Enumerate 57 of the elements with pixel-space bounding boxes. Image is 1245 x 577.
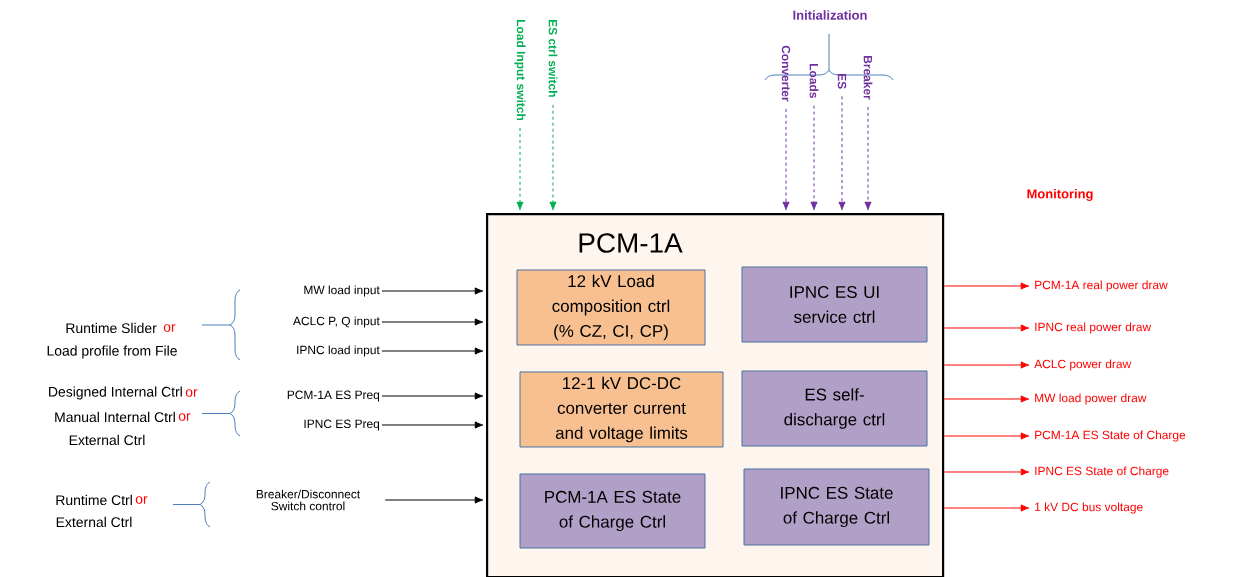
input-label: ACLC P, Q input: [293, 316, 380, 328]
arrow: [838, 95, 846, 211]
signal-label: Load Input switch: [514, 20, 526, 121]
annotation: Runtime Slider: [66, 322, 157, 334]
arrow: [943, 504, 1030, 512]
annotation: Runtime Ctrl: [56, 494, 132, 506]
signal-label: ES ctrl switch: [548, 20, 558, 97]
output-label: IPNC ES State of Charge: [1035, 466, 1169, 478]
process-box: PCM-1A ES State of Charge Ctrl: [519, 473, 706, 549]
output-label: IPNC real power draw: [1035, 322, 1152, 334]
signal-label: Breaker: [863, 56, 873, 100]
arrow: [782, 108, 790, 211]
input-label: Breaker/Disconnect Switch control: [256, 489, 361, 511]
arrow: [943, 395, 1030, 403]
input-label: MW load input: [304, 285, 380, 297]
arrow: [943, 282, 1030, 290]
process-box: 12 kV Load composition ctrl (% CZ, CI, CP): [516, 269, 706, 346]
annotation: External Ctrl: [69, 434, 145, 446]
arrow: [384, 496, 484, 504]
annotation: Designed Internal Ctrl: [49, 386, 182, 400]
process-box: IPNC ES State of Charge Ctrl: [743, 468, 930, 546]
arrow: [943, 324, 1030, 332]
annotation: Monitoring: [1027, 188, 1093, 202]
arrow: [943, 468, 1030, 476]
signal-label: Converter: [781, 45, 791, 102]
arrow: [381, 392, 484, 400]
annotation: or: [178, 413, 191, 421]
arrow: [549, 104, 557, 211]
arrow: [516, 127, 524, 211]
annotation: Manual Internal Ctrl: [55, 411, 175, 423]
arrow: [864, 106, 872, 211]
annotation: External Ctrl: [56, 516, 132, 528]
signal-label: Loads: [809, 64, 819, 98]
output-label: MW load power draw: [1035, 393, 1147, 405]
annotation: or: [135, 496, 148, 504]
process-box: IPNC ES UI service ctrl: [741, 266, 928, 343]
output-label: PCM-1A real power draw: [1035, 280, 1168, 292]
annotation: or: [185, 389, 198, 397]
input-label: IPNC load input: [297, 345, 380, 357]
process-box: 12-1 kV DC-DC converter current and voltage limits: [519, 371, 724, 448]
arrow: [943, 361, 1030, 369]
annotation: or: [163, 324, 176, 332]
output-label: ACLC power draw: [1034, 359, 1132, 371]
arrow: [943, 432, 1030, 440]
input-label: IPNC ES Preq: [304, 419, 380, 431]
process-box: ES self-discharge ctrl: [741, 370, 928, 447]
arrow: [381, 421, 484, 429]
output-label: PCM-1A ES State of Charge: [1035, 430, 1186, 442]
arrow: [381, 347, 484, 355]
input-label: PCM-1A ES Preq: [287, 390, 380, 402]
annotation: Initialization: [793, 10, 867, 20]
arrow: [810, 105, 818, 211]
arrow: [381, 287, 484, 295]
arrow: [381, 318, 484, 326]
annotation: Load profile from File: [47, 345, 177, 359]
output-label: 1 kV DC bus voltage: [1035, 502, 1143, 514]
signal-label: ES: [837, 74, 847, 89]
